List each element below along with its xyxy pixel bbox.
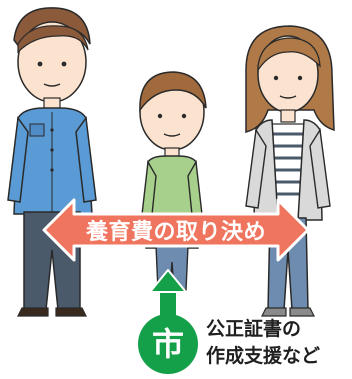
child-figure bbox=[139, 71, 207, 291]
mother-figure bbox=[245, 25, 335, 317]
support-description-line2: 作成支援など bbox=[206, 345, 321, 367]
support-description: 公正証書の 作成支援など bbox=[206, 316, 352, 370]
child-support-agreement-label: 養育費の取り決め bbox=[85, 220, 266, 245]
double-arrow bbox=[42, 198, 310, 262]
support-description-line1: 公正証書の bbox=[206, 318, 302, 340]
city-badge: 市 bbox=[138, 314, 198, 374]
father-figure bbox=[7, 7, 97, 317]
